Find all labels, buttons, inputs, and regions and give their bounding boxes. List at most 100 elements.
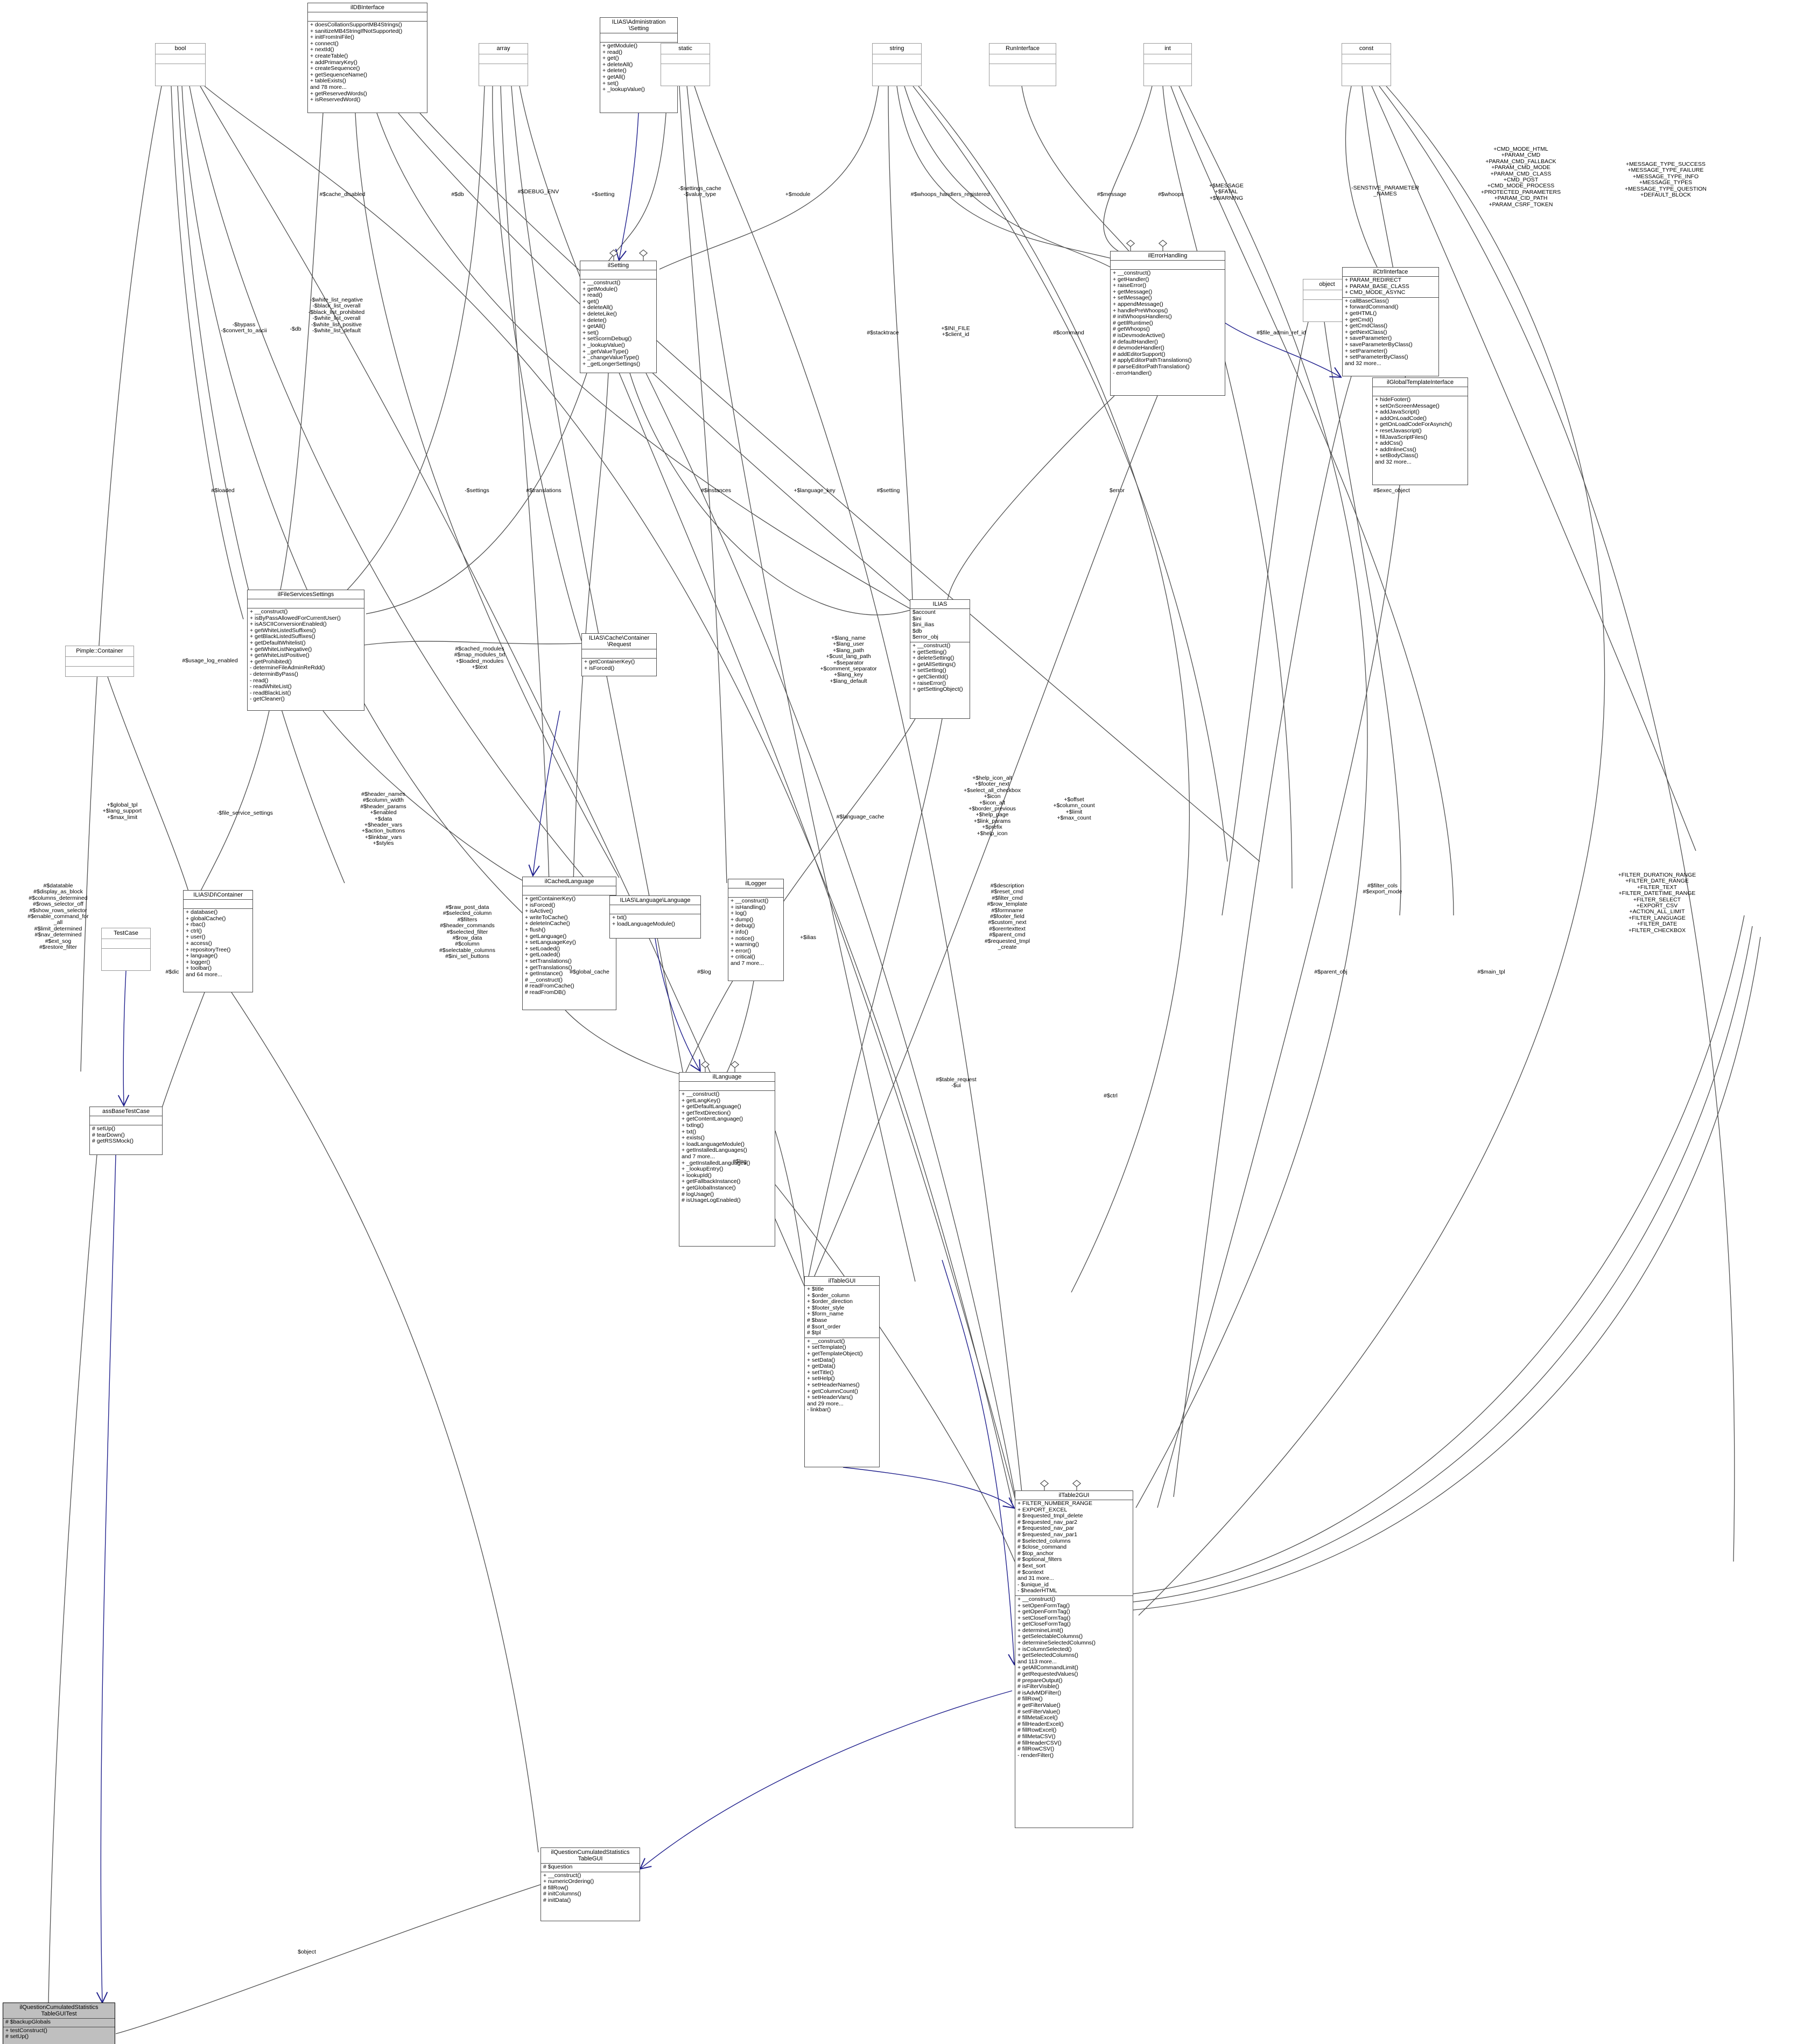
edge-label: +$setting [591, 191, 615, 198]
class-node-attributes [184, 900, 252, 908]
class-node-title: assBaseTestCase [102, 1108, 150, 1115]
class-node-ilqcstguitest[interactable]: ilQuestionCumulatedStatistics TableGUITe… [3, 2003, 115, 2044]
class-node-operations [989, 64, 1056, 73]
class-node-array[interactable]: array [479, 43, 528, 86]
class-node-title: ilDBInterface [350, 4, 384, 11]
edge-label: +$MESSAGE +$FATAL +$WARNING [1209, 183, 1244, 201]
class-node-attributes [610, 905, 700, 914]
edge-label: +FILTER_DURATION_RANGE +FILTER_DATE_RANG… [1618, 872, 1696, 934]
class-node-operations [156, 64, 205, 73]
class-node-ildb[interactable]: ilDBInterface+ doesCollationSupportMB4St… [307, 3, 427, 113]
class-node-iltablegui[interactable]: ilTableGUI+ $title + $order_column + $or… [804, 1276, 880, 1467]
class-node-ilcachec[interactable]: ILIAS\Cache\Container \Request+ getConta… [581, 633, 657, 676]
class-node-attributes [600, 33, 677, 42]
class-node-static[interactable]: static [661, 43, 710, 86]
class-node-attributes [308, 12, 427, 21]
edge-label: #$setting [876, 487, 900, 494]
class-node-attributes: + $title + $order_column + $order_direct… [807, 1286, 853, 1336]
class-node-ilcl[interactable]: ilCachedLanguage + getContainerKey() + is… [522, 877, 616, 1010]
class-node-int[interactable]: int [1143, 43, 1192, 86]
class-node-operations: + __construct() + setTemplate() + getTem… [807, 1338, 863, 1413]
class-node-operations: # setUp() # tearDown() # getRSSMock() [92, 1125, 134, 1145]
class-node-ilctrlif[interactable]: ilCtrlInterface+ PARAM_REDIRECT + PARAM_… [1342, 267, 1439, 376]
class-node-divider [102, 948, 150, 949]
class-node-operations: + __construct() + getLangKey() + getDefa… [682, 1091, 750, 1204]
class-node-divider [66, 666, 134, 667]
class-node-ilsetting[interactable]: ilSetting+ __construct() + getModule() +… [580, 261, 657, 373]
class-node-attributes [1373, 387, 1468, 396]
class-node-attributes [90, 1116, 162, 1125]
edge-label: #$header_names #$column_width #$header_p… [360, 791, 406, 847]
class-node-title: ilQuestionCumulatedStatistics TableGUI [551, 1849, 630, 1862]
class-node-attributes [679, 1082, 775, 1090]
class-node-title: ilCachedLanguage [544, 878, 594, 885]
class-node-runif[interactable]: RunInterface [989, 43, 1056, 86]
class-node-operations: + __construct() + isHandling() + log() +… [731, 898, 769, 967]
class-node-divider [66, 656, 134, 657]
class-node-operations: + __construct() + isByPassAllowedForCurr… [250, 608, 341, 703]
class-node-attributes: # $question [543, 1864, 573, 1870]
class-node-ilias[interactable]: ILIAS$account $ini $ini_ilias $db $error… [910, 599, 970, 719]
class-node-operations: + callBaseClass() + forwardCommand() + g… [1345, 297, 1413, 367]
class-node-ilqcstgui[interactable]: ilQuestionCumulatedStatistics TableGUI # … [541, 1847, 640, 1921]
class-node-illogger[interactable]: ilLogger+ __construct() + isHandling() +… [728, 879, 784, 981]
class-node-operations: + getContainerKey() + isForced() + isAct… [525, 895, 576, 996]
edge-label: -$settings [465, 487, 489, 494]
edge-label: #$raw_post_data #$selected_column #$filt… [439, 904, 495, 960]
edge-label: +$lang_name +$lang_user +$lang_path +$cu… [820, 635, 877, 684]
class-node-divider [1111, 269, 1225, 270]
edge-label: #$file_admin_ref_id [1257, 330, 1306, 336]
edge-label: #$db [451, 191, 464, 198]
edge-label: #$datatable #$display_as_block #$columns… [27, 883, 89, 951]
class-node-operations: + testConstruct() # setUp() [5, 2027, 47, 2040]
class-node-title: string [889, 45, 904, 52]
edge-label: +$module [785, 191, 811, 198]
class-node-illang[interactable]: ilLanguage + __construct() + getLangKey()… [679, 1072, 775, 1247]
class-node-operations: + __construct() + setOpenFormTag() + get… [1017, 1595, 1096, 1759]
class-node-operations: + hideFooter() + setOnScreenMessage() + … [1375, 396, 1452, 465]
class-node-operations [66, 667, 134, 676]
class-node-title: RunInterface [1006, 45, 1040, 52]
class-node-operations: + __construct() + getSetting() + deleteS… [912, 642, 963, 693]
class-node-const[interactable]: const [1342, 43, 1391, 86]
edge-label: +$help_icon_alt +$footer_next +$select_a… [964, 775, 1021, 837]
class-node-ilfss[interactable]: ilFileServicesSettings+ __construct() + … [247, 590, 364, 711]
edge-label: #$language_cache [836, 814, 885, 820]
class-node-divider [3, 2018, 115, 2019]
class-node-attributes: + FILTER_NUMBER_RANGE + EXPORT_EXCEL # $… [1017, 1500, 1092, 1594]
class-node-title: ilLanguage [712, 1074, 742, 1080]
class-node-title: ilErrorHandling [1148, 253, 1188, 259]
edge-label: #$exec_object [1373, 487, 1410, 494]
edge-label: #$cached_modules #$map_modules_txt +$loa… [454, 646, 506, 671]
class-node-bool[interactable]: bool [155, 43, 206, 86]
class-node-attributes [66, 657, 134, 666]
edge-label: +$language_key [794, 487, 836, 494]
association-edges [48, 86, 1761, 2034]
class-node-title: bool [174, 45, 186, 52]
edge-label: +$INI_FILE +$client_id [941, 325, 970, 338]
edge-label: #$cache_disabled [319, 191, 366, 198]
class-node-ildi[interactable]: ILIAS\DI\Container+ database() + globalC… [183, 890, 253, 992]
class-node-testcase[interactable]: TestCase [101, 928, 151, 971]
edge-label: -$db [290, 326, 301, 332]
edge-label: -SENSTIVE_PARAMETER _NAMES [1351, 185, 1419, 198]
class-node-iltable2gui[interactable]: ilTable2GUI+ FILTER_NUMBER_RANGE + EXPOR… [1015, 1490, 1133, 1828]
class-node-title: ILIAS\Cache\Container \Request [588, 635, 650, 648]
class-node-title: ilSetting [607, 262, 629, 269]
class-node-assbase[interactable]: assBaseTestCase # setUp() # tearDown() # … [89, 1107, 163, 1155]
class-node-ilerror[interactable]: ilErrorHandling+ __construct() + getHand… [1110, 251, 1225, 396]
class-node-title: ilTable2GUI [1058, 1492, 1090, 1499]
class-node-attributes [102, 939, 150, 948]
class-node-ilgt[interactable]: ilGlobalTemplateInterface+ hideFooter() … [1372, 377, 1468, 485]
class-node-title: int [1164, 45, 1171, 52]
class-node-pimple[interactable]: Pimple::Container [65, 646, 134, 677]
class-node-illm[interactable]: ILIAS\Language\Language+ txt() + loadLan… [609, 895, 701, 939]
class-node-attributes [479, 54, 528, 64]
class-node-string[interactable]: string [872, 43, 922, 86]
class-node-operations [102, 949, 150, 958]
class-node-attributes [661, 54, 710, 64]
edge-label: #$global_cache [570, 969, 609, 975]
class-node-title: static [678, 45, 692, 52]
class-node-divider [679, 1090, 775, 1091]
